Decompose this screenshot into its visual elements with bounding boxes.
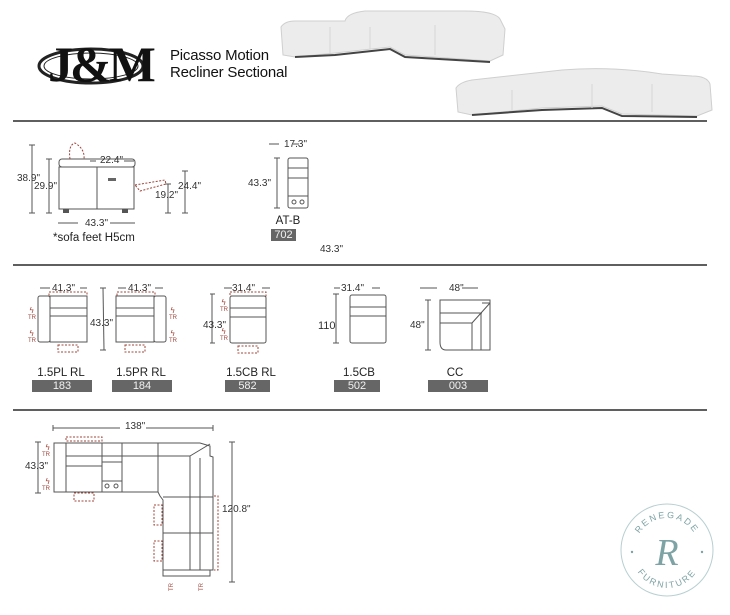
svg-text:ϟ: ϟ <box>170 329 175 338</box>
module-3-code: 582 <box>225 380 270 392</box>
product-title-line1: Picasso Motion <box>170 47 269 64</box>
dim-footrest-height: 19.2" <box>155 190 179 201</box>
logo-text: J&M <box>48 36 156 92</box>
dim-height-arm: 29.9" <box>34 181 58 192</box>
at-width: 17.3" <box>284 139 308 150</box>
at-code: 702 <box>271 229 296 241</box>
svg-text:TR: TR <box>28 315 37 321</box>
svg-text:ϟ: ϟ <box>45 443 50 452</box>
module-3-label: 1.5CB RL <box>226 367 276 379</box>
svg-text:TR: TR <box>199 582 205 591</box>
module-4-depth: 110 <box>318 320 336 332</box>
module-2-width: 41.3" <box>128 283 152 294</box>
module-5-width: 48" <box>449 283 464 294</box>
renegade-watermark: RENEGADE FURNITURE R <box>618 495 716 605</box>
module-3-depth: 43.3" <box>203 320 227 331</box>
product-photo-2 <box>455 68 713 118</box>
module-5-depth: 48" <box>410 320 425 331</box>
module-4-code: 502 <box>334 380 380 392</box>
svg-text:TR: TR <box>169 338 178 344</box>
module-1-5pl-rl-drawing: TR TR ϟ ϟ <box>28 287 88 353</box>
module-4-label: 1.5CB <box>343 367 375 379</box>
dim-depth: 43.3" <box>85 218 109 229</box>
module-1-5pr-rl-drawing: TR TR ϟ ϟ <box>100 287 178 353</box>
armless-table-drawing <box>269 143 309 209</box>
svg-text:ϟ: ϟ <box>45 477 50 486</box>
svg-text:TR: TR <box>220 336 229 342</box>
module-5-label: CC <box>446 367 464 379</box>
side-view-drawing <box>29 142 188 224</box>
layout-length: 120.8" <box>222 504 251 515</box>
at-label: AT-B <box>275 215 301 227</box>
module-1-width: 41.3" <box>52 283 76 294</box>
logo-ellipse-icon <box>37 47 145 85</box>
module-4-width: 31.4" <box>341 283 365 294</box>
dim-height-total: 38.9" <box>17 173 41 184</box>
module-5-code: 003 <box>428 380 488 392</box>
module-1-label: 1.5PL RL <box>37 367 85 379</box>
dim-width-top: 22.4" <box>100 155 124 166</box>
svg-text:TR: TR <box>169 315 178 321</box>
svg-text:TR: TR <box>28 338 37 344</box>
svg-text:R: R <box>654 532 678 574</box>
section-divider-2 <box>13 264 707 266</box>
sectional-layout-drawing: TR TR ϟ ϟ TR TR <box>35 425 235 591</box>
layout-depth: 43.3" <box>25 461 49 472</box>
product-title-line2: Recliner Sectional <box>170 64 288 81</box>
module-3-width: 31.4" <box>232 283 256 294</box>
section-divider-1 <box>13 120 707 122</box>
svg-text:TR: TR <box>42 452 51 458</box>
section-divider-3 <box>13 409 707 411</box>
module-1-5cb-rl-drawing: TR TR ϟ ϟ <box>210 287 270 354</box>
module-1-5cb-drawing <box>333 287 387 344</box>
svg-text:ϟ: ϟ <box>29 329 34 338</box>
svg-text:ϟ: ϟ <box>29 306 34 315</box>
module-2-label: 1.5PR RL <box>116 367 166 379</box>
module-cc-drawing <box>420 287 491 351</box>
dim-seat-height: 24.4" <box>178 181 202 192</box>
module-2-code: 184 <box>112 380 172 392</box>
brand-logo: J&M <box>36 34 156 98</box>
renegade-badge-icon: RENEGADE FURNITURE R <box>620 503 714 597</box>
svg-text:TR: TR <box>220 307 229 313</box>
at-depth: 43.3" <box>248 178 272 189</box>
svg-text:ϟ: ϟ <box>170 306 175 315</box>
layout-width: 138" <box>125 421 146 432</box>
svg-text:TR: TR <box>42 486 51 492</box>
module-1-code: 183 <box>32 380 92 392</box>
sofa-feet-note: *sofa feet H5cm <box>53 232 135 244</box>
svg-text:ϟ: ϟ <box>221 298 226 307</box>
product-photo-1 <box>280 10 506 63</box>
svg-text:ϟ: ϟ <box>221 327 226 336</box>
svg-text:TR: TR <box>169 582 175 591</box>
module-1-depth: 43.3" <box>90 318 114 329</box>
stray-dimension: 43.3" <box>320 244 344 255</box>
